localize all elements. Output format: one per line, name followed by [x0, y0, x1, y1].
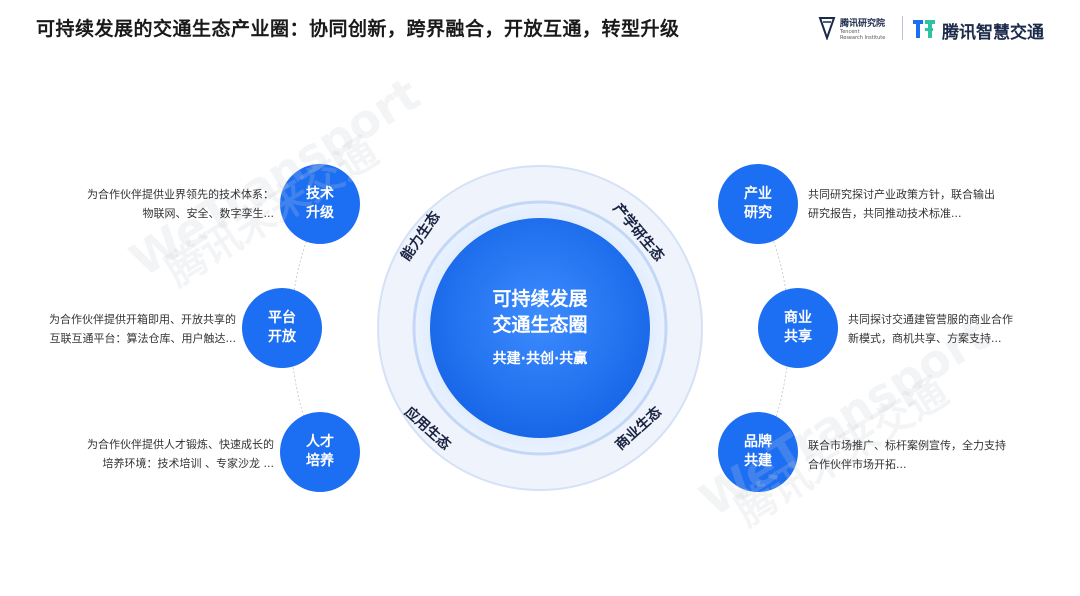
node-tech-upgrade[interactable] — [280, 164, 360, 244]
node-industry-research[interactable] — [718, 164, 798, 244]
tencent-research-en-1: Tencent — [840, 29, 860, 35]
center-title-line1: 可持续发展 — [492, 288, 588, 310]
desc-line1: 为合作伙伴提供业界领先的技术体系： — [87, 188, 274, 201]
core-circle — [430, 218, 650, 438]
node-label-talent-training: 人才 培养 — [280, 433, 360, 471]
desc-line2: 新模式，商机共享、方案支持... — [848, 332, 1002, 345]
tencent-transport-logo: 腾讯智慧交通 — [912, 14, 1052, 44]
desc-tech-upgrade: 为合作伙伴提供业界领先的技术体系： 物联网、安全、数字孪生... — [87, 185, 274, 223]
desc-line1: 共同研究探讨产业政策方针，联合输出 — [808, 188, 995, 201]
inner-ring-border — [412, 200, 668, 456]
desc-line1: 为合作伙伴提供开箱即用、开放共享的 — [49, 313, 236, 326]
desc-line2: 物联网、安全、数字孪生... — [142, 207, 275, 220]
page-title: 可持续发展的交通生态产业圈：协同创新，跨界融合，开放互通，转型升级 — [36, 18, 680, 40]
desc-line2: 互联互通平台：算法仓库、用户触达... — [49, 332, 237, 345]
node-label-line2: 开放 — [268, 329, 296, 345]
node-label-business-sharing: 商业 共享 — [758, 309, 838, 347]
tencent-research-logo: 腾讯研究院 Tencent Research Institute — [818, 14, 938, 44]
node-label-platform-open: 平台 开放 — [242, 309, 322, 347]
node-label-line2: 共建 — [744, 453, 772, 469]
center-title: 可持续发展 交通生态圈 — [460, 286, 620, 338]
desc-line2: 培养环境：技术培训 、专家沙龙 ... — [102, 457, 274, 470]
node-label-brand-cobuild: 品牌 共建 — [718, 433, 798, 471]
node-label-line1: 品牌 — [744, 434, 772, 450]
desc-talent-training: 为合作伙伴提供人才锻炼、快速成长的 培养环境：技术培训 、专家沙龙 ... — [87, 435, 274, 473]
node-label-line2: 培养 — [306, 453, 334, 469]
node-label-industry-research: 产业 研究 — [718, 185, 798, 223]
desc-business-sharing: 共同探讨交通建管营服的商业合作 新模式，商机共享、方案支持... — [848, 310, 1013, 348]
tencent-transport-icon — [913, 20, 935, 38]
node-label-line1: 商业 — [784, 310, 812, 326]
tencent-research-name: 腾讯研究院 — [840, 19, 886, 29]
center-title-line2: 交通生态圈 — [492, 314, 588, 336]
tencent-research-en-2: Research Institute — [840, 35, 886, 41]
node-label-line1: 产业 — [744, 186, 772, 202]
node-talent-training[interactable] — [280, 412, 360, 492]
node-label-tech-upgrade: 技术 升级 — [280, 185, 360, 223]
node-label-line1: 技术 — [306, 186, 334, 202]
node-label-line1: 平台 — [268, 310, 296, 326]
tencent-research-icon — [818, 17, 836, 40]
logo-divider — [902, 16, 903, 40]
tencent-transport-name: 腾讯智慧交通 — [942, 23, 1044, 43]
node-label-line1: 人才 — [306, 434, 334, 450]
node-label-line2: 升级 — [306, 205, 334, 221]
desc-line1: 为合作伙伴提供人才锻炼、快速成长的 — [87, 438, 274, 451]
desc-line2: 合作伙伴市场开拓... — [808, 458, 907, 471]
desc-line1: 联合市场推广、标杆案例宣传，全力支持 — [808, 439, 1006, 452]
node-platform-open[interactable] — [242, 288, 322, 368]
desc-brand-cobuild: 联合市场推广、标杆案例宣传，全力支持 合作伙伴市场开拓... — [808, 436, 1006, 474]
node-business-sharing[interactable] — [758, 288, 838, 368]
desc-platform-open: 为合作伙伴提供开箱即用、开放共享的 互联互通平台：算法仓库、用户触达... — [49, 310, 236, 348]
node-brand-cobuild[interactable] — [718, 412, 798, 492]
node-label-line2: 共享 — [784, 329, 812, 345]
desc-line2: 研究报告，共同推动技术标准... — [808, 207, 962, 220]
desc-line1: 共同探讨交通建管营服的商业合作 — [848, 313, 1013, 326]
desc-industry-research: 共同研究探讨产业政策方针，联合输出 研究报告，共同推动技术标准... — [808, 185, 995, 223]
center-subtitle: 共建·共创·共赢 — [492, 351, 588, 367]
node-label-line2: 研究 — [744, 205, 772, 221]
outer-ring-edge — [377, 165, 703, 491]
